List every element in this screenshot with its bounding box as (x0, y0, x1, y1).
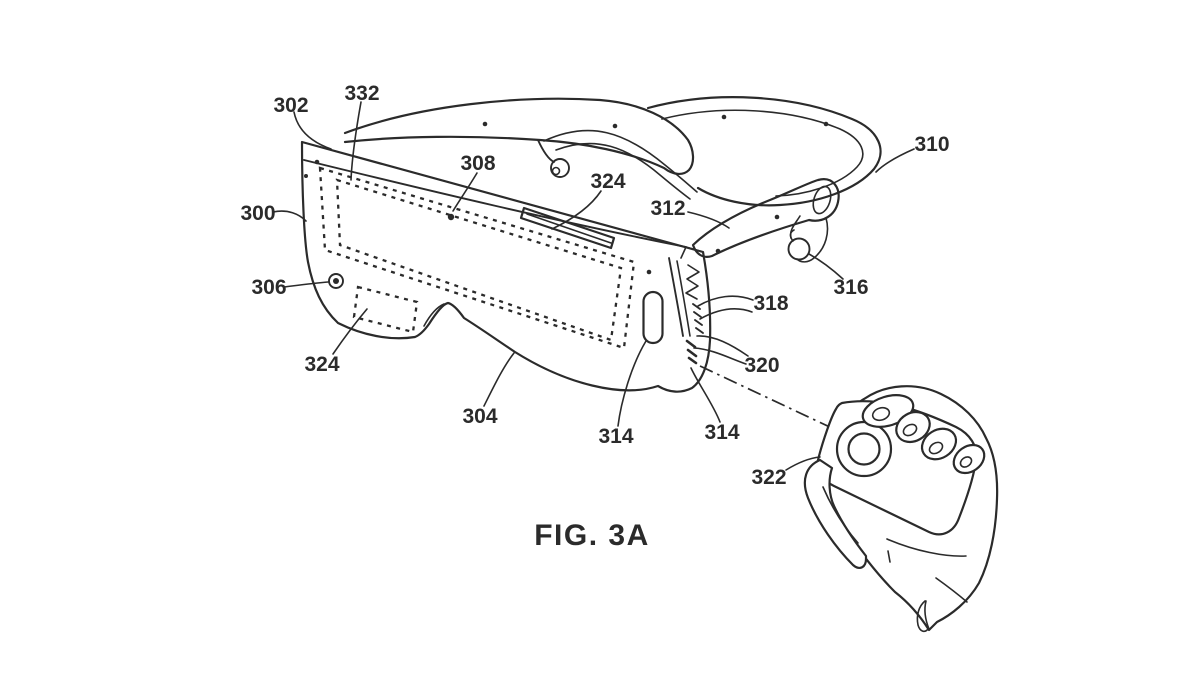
body-rivet-1 (314, 159, 320, 165)
thumb-crease (822, 486, 859, 544)
leader-300 (272, 210, 307, 222)
signal-line (699, 365, 835, 430)
wrist-cuff (916, 600, 930, 633)
top-slot-inner-line (526, 213, 612, 244)
right-earbud (787, 237, 811, 261)
arm-rivet-1 (715, 248, 721, 254)
headset-body (300, 140, 712, 393)
label-324-left: 324 (304, 353, 339, 376)
label-304: 304 (462, 405, 497, 428)
side-face-edge-2 (676, 260, 691, 337)
strap-back-edge-2 (555, 142, 691, 200)
side-face-edge-1 (668, 257, 684, 337)
leader-318-wave-2 (699, 308, 753, 320)
body-rivet-3 (304, 174, 308, 178)
label-300: 300 (240, 202, 275, 225)
top-strip-edge (303, 159, 687, 248)
top-slot-outline (519, 206, 616, 250)
earbuds (537, 139, 811, 261)
remote-hand (803, 385, 999, 633)
palm-crease-3 (887, 550, 891, 563)
display-dashed-outer (318, 166, 636, 350)
label-302: 302 (273, 94, 308, 117)
strap-front-band (343, 97, 695, 175)
vent-holes-middle (692, 303, 704, 334)
strap-loop-outer (646, 96, 882, 207)
leader-314-right (690, 367, 721, 423)
vent-zigzag-upper (685, 264, 700, 300)
body-rivet-2 (646, 269, 652, 275)
leader-316 (808, 253, 844, 280)
fingers (861, 394, 986, 475)
leader-314-left (617, 340, 647, 427)
label-308: 308 (460, 152, 495, 175)
right-earbud-stem (789, 229, 795, 242)
leader-304 (483, 352, 515, 407)
click-wheel-inner (847, 432, 881, 466)
headset-body-outline (300, 140, 712, 393)
label-322: 322 (751, 466, 786, 489)
label-310: 310 (914, 133, 949, 156)
label-314-right: 314 (704, 421, 739, 444)
right-earbud-wire (789, 215, 801, 239)
nose-bridge-line (423, 303, 445, 327)
leader-306 (283, 281, 329, 288)
label-320: 320 (744, 354, 779, 377)
leader-318-wave-1 (697, 295, 754, 307)
strap-back-edge-1 (543, 129, 698, 193)
leader-324-top (551, 190, 602, 230)
leader-310 (875, 148, 915, 173)
camera-port-center (333, 278, 339, 284)
front-earbud (550, 158, 570, 178)
temple-arm-tip (812, 185, 832, 215)
temple-arm-outline (691, 178, 840, 258)
fingernail-3 (928, 441, 944, 455)
leader-302 (293, 111, 332, 150)
top-corner-facet (680, 246, 704, 259)
label-324-top: 324 (590, 170, 625, 193)
strap-rivet-3 (721, 114, 727, 120)
vent-holes-lower (685, 339, 698, 365)
label-312: 312 (650, 197, 685, 220)
leader-308-dot (447, 213, 455, 221)
side-vents (685, 264, 704, 365)
label-318: 318 (753, 292, 788, 315)
strap-rivet-2 (612, 123, 618, 129)
palm-crease-2 (935, 577, 968, 603)
palm-crease-1 (886, 538, 967, 557)
display-dashed-inner (335, 178, 623, 342)
leader-332 (350, 101, 362, 181)
temple-arm (691, 178, 840, 263)
fingernail-2 (902, 423, 918, 437)
arm-rivet-2 (774, 214, 780, 220)
ear-hook (796, 217, 829, 263)
front-earbud-wire (537, 139, 555, 163)
leader-320-wave-1 (696, 335, 749, 357)
strap-rivet-1 (482, 121, 488, 127)
leader-308 (452, 172, 478, 212)
front-earbud-detail (551, 166, 561, 176)
thumb (803, 458, 868, 569)
label-306: 306 (251, 276, 286, 299)
figure-caption: FIG. 3A (534, 519, 650, 552)
leader-324-left (332, 308, 368, 355)
leader-322 (785, 456, 821, 471)
strap-rivet-4 (823, 121, 829, 127)
reference-labels: 302 332 308 324 312 310 300 306 324 304 … (240, 82, 949, 489)
side-button-oval (642, 290, 664, 345)
leader-320-wave-2 (693, 347, 747, 365)
label-314-left: 314 (598, 425, 633, 448)
label-316: 316 (833, 276, 868, 299)
leader-312 (687, 211, 730, 229)
label-332: 332 (344, 82, 379, 105)
camera-port-ring (328, 273, 344, 289)
fingernail-4 (959, 456, 973, 468)
leader-lines (272, 101, 915, 471)
sensor-window-dashed (352, 285, 419, 334)
fingernail-1 (871, 406, 891, 422)
